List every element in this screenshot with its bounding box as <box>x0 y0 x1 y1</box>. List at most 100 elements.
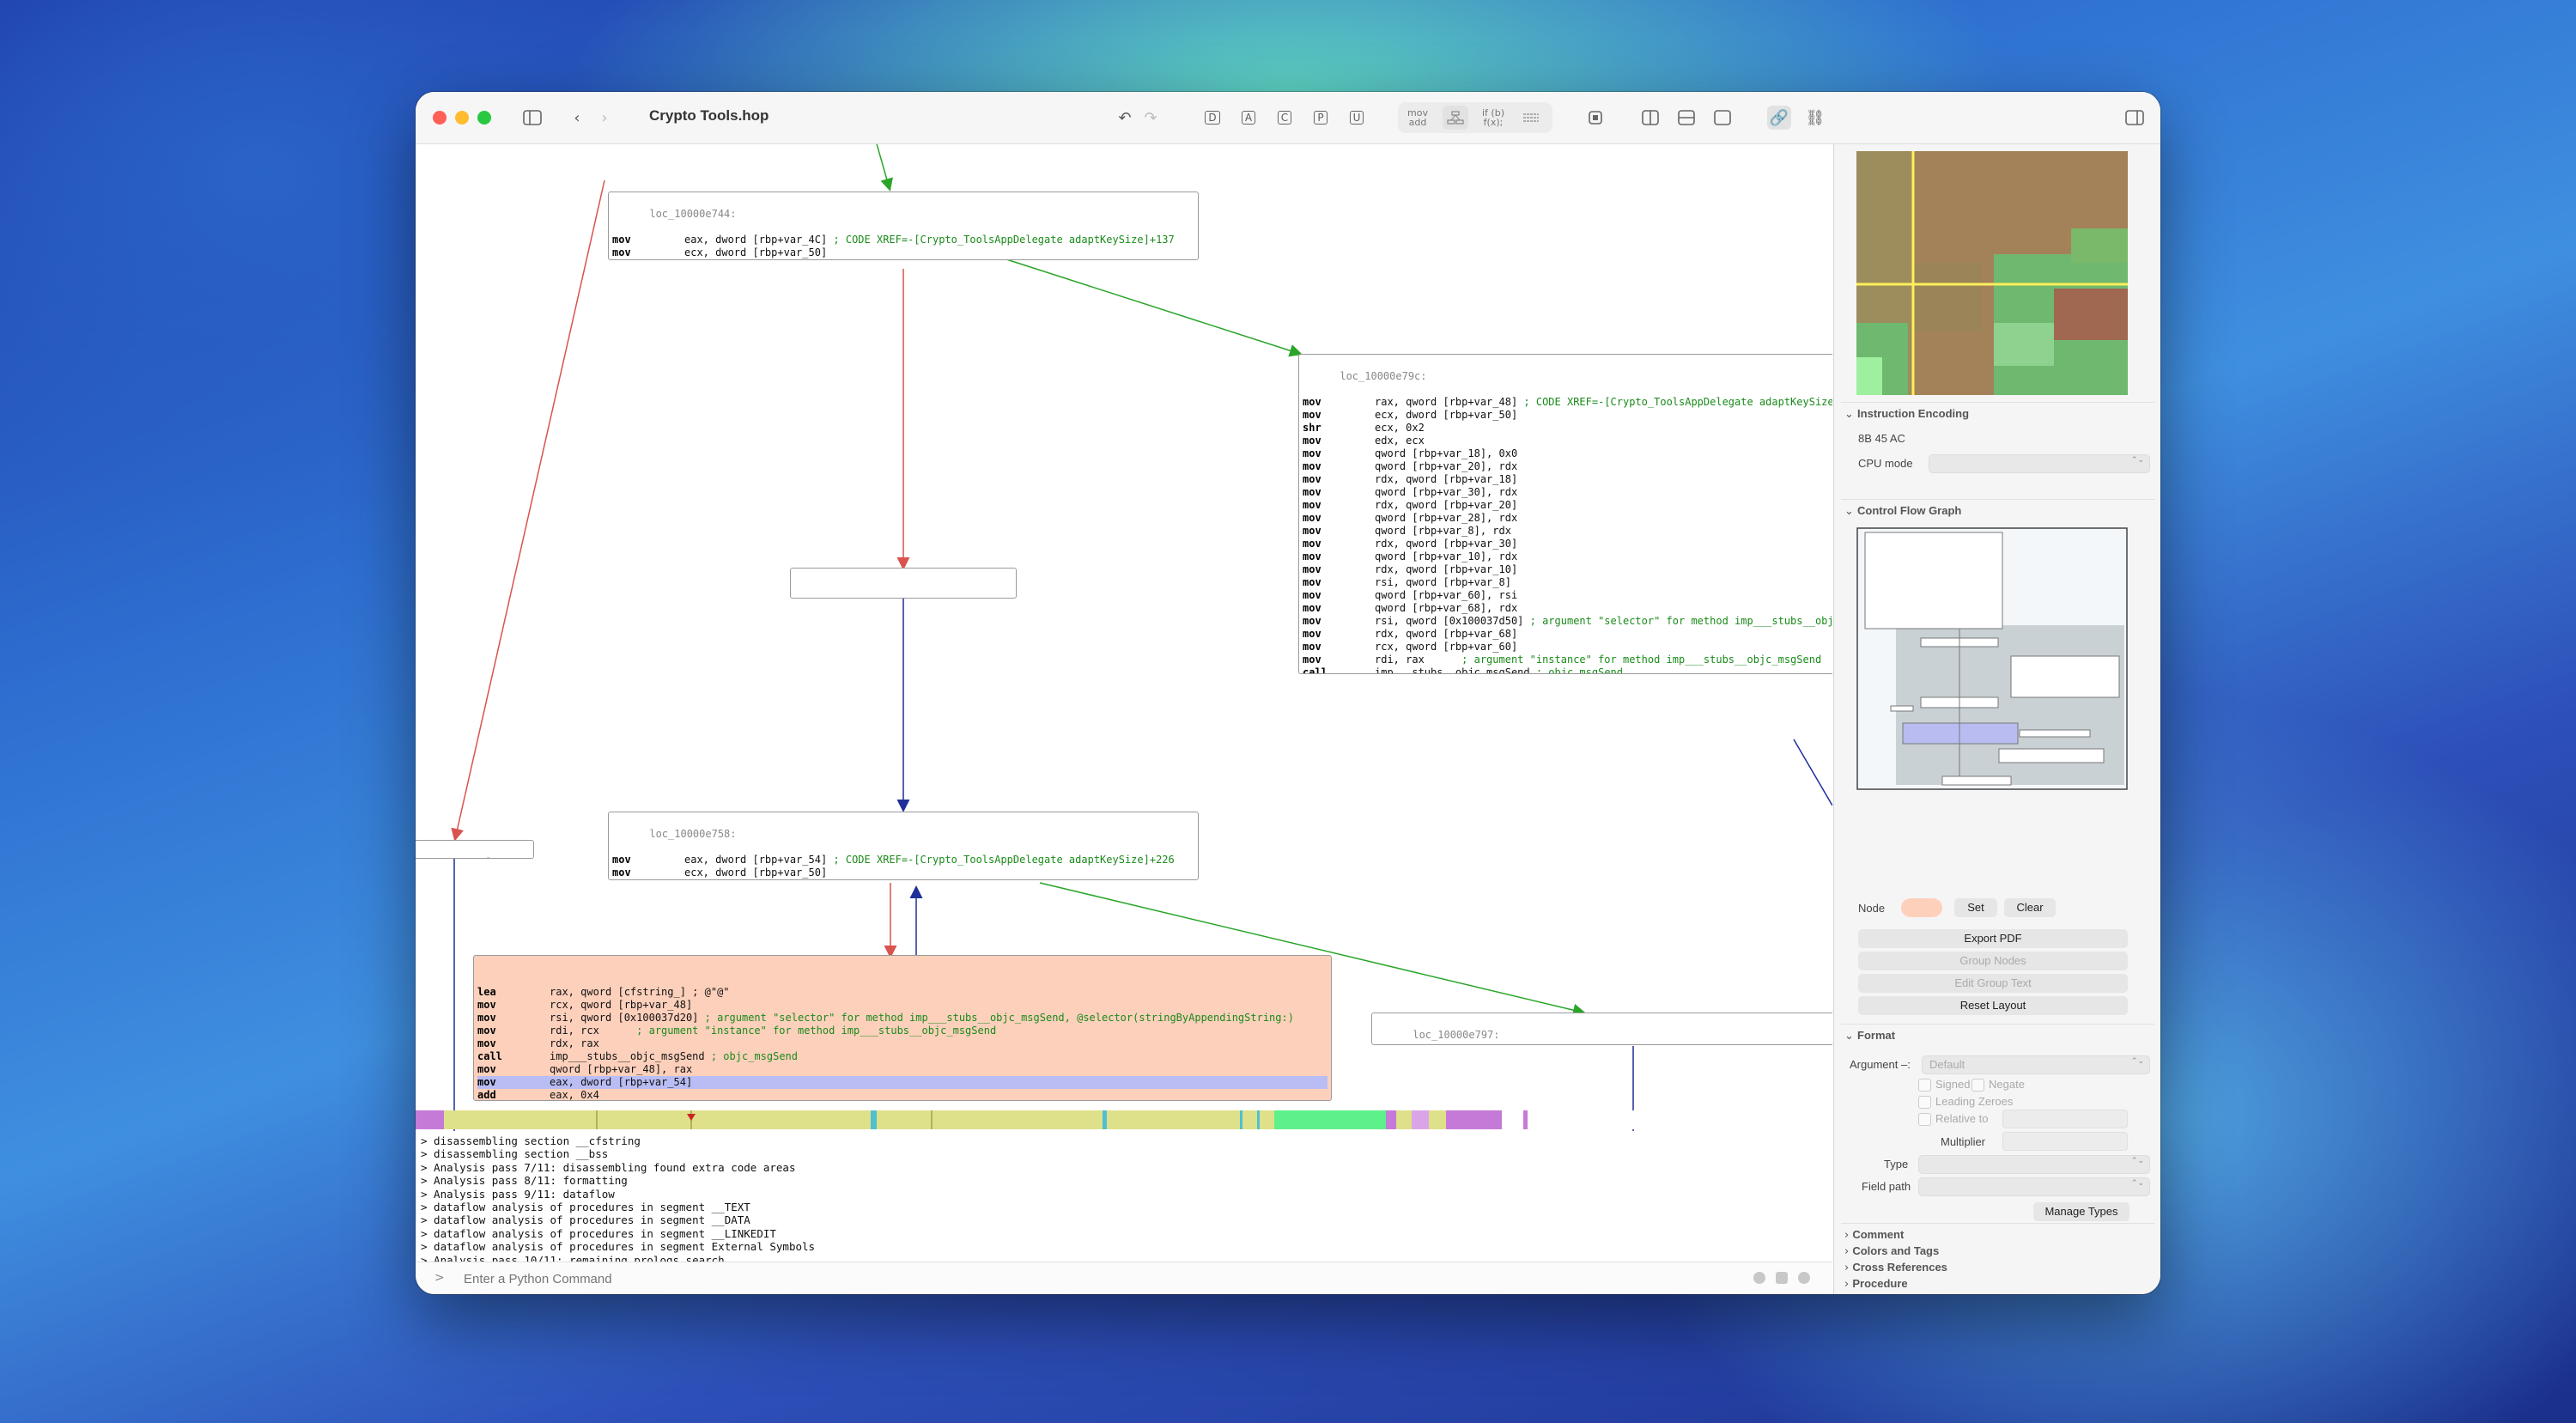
unlink-icon[interactable]: ⛓ <box>1805 108 1826 127</box>
view-hex-button[interactable] <box>1518 106 1544 130</box>
chip-icon[interactable] <box>1583 106 1607 130</box>
view-pseudocode-button[interactable]: if (b)f(x); <box>1480 106 1506 130</box>
close-window-button[interactable] <box>433 111 447 125</box>
section-colors-and-tags[interactable]: Colors and Tags <box>1844 1244 1940 1258</box>
link-icon[interactable]: 🔗 <box>1767 106 1791 130</box>
binary-overview-map[interactable] <box>1856 151 2128 395</box>
clear-color-button[interactable]: Clear <box>2004 898 2056 917</box>
argument-format-popup[interactable]: Default <box>1922 1055 2150 1074</box>
instruction-row[interactable]: cmpeax, ecx <box>612 879 1194 880</box>
forward-arrow-icon[interactable]: › <box>601 108 608 127</box>
leading-zeroes-checkbox[interactable] <box>1918 1096 1931 1109</box>
sidebar-toggle-icon[interactable] <box>520 106 544 130</box>
cfg-minimap[interactable] <box>1856 527 2128 790</box>
node-color-swatch[interactable] <box>1901 898 1942 917</box>
group-nodes-button[interactable]: Group Nodes <box>1858 952 2128 970</box>
reset-layout-button[interactable]: Reset Layout <box>1858 996 2128 1015</box>
section-format[interactable]: Format <box>1844 1029 1895 1043</box>
instruction-row[interactable]: cmpeax, ecx <box>612 259 1194 260</box>
single-pane-icon[interactable] <box>1710 106 1735 130</box>
mode-ascii-button[interactable]: A <box>1236 106 1261 130</box>
manage-types-button[interactable]: Manage Types <box>2033 1202 2129 1221</box>
split-horizontal-icon[interactable] <box>1674 106 1698 130</box>
undo-icon[interactable]: ↶ <box>1118 108 1132 127</box>
section-instruction-encoding[interactable]: Instruction Encoding <box>1844 407 1969 421</box>
inspector-toggle-icon[interactable] <box>2123 106 2147 130</box>
minimize-window-button[interactable] <box>455 111 469 125</box>
field-path-popup[interactable] <box>1918 1177 2150 1196</box>
python-command-input[interactable] <box>462 1268 1710 1289</box>
multiplier-field[interactable] <box>2002 1132 2128 1151</box>
back-arrow-icon[interactable]: ‹ <box>574 108 580 127</box>
segment-navigation-bar[interactable] <box>416 1110 1832 1129</box>
basic-block[interactable]: loc_10000e797: jmploc_10000e7fb ; CODE X… <box>1371 1013 1832 1045</box>
mode-data-button[interactable]: D <box>1200 106 1224 130</box>
signed-checkbox[interactable] <box>1918 1079 1931 1092</box>
set-color-button[interactable]: Set <box>1954 898 1997 917</box>
section-procedure[interactable]: Procedure <box>1844 1277 1908 1291</box>
edit-group-text-button[interactable]: Edit Group Text <box>1858 974 2128 993</box>
clear-input-icon[interactable] <box>1753 1272 1765 1284</box>
mode-undefined-button[interactable]: U <box>1345 106 1369 130</box>
export-pdf-button[interactable]: Export PDF <box>1858 929 2128 948</box>
cpu-mode-popup[interactable] <box>1929 454 2150 473</box>
trash-icon[interactable] <box>1776 1272 1788 1284</box>
relative-to-field[interactable] <box>2002 1110 2128 1128</box>
section-control-flow-graph[interactable]: Control Flow Graph <box>1844 504 1961 518</box>
settings-icon[interactable] <box>1798 1272 1810 1284</box>
view-graph-button[interactable] <box>1443 106 1468 130</box>
type-popup[interactable] <box>1918 1155 2150 1174</box>
basic-block[interactable]: loc_10000e81d <box>416 840 534 859</box>
zoom-window-button[interactable] <box>477 111 491 125</box>
redo-icon[interactable]: ↷ <box>1144 108 1157 127</box>
relative-to-checkbox[interactable] <box>1918 1113 1931 1126</box>
mode-code-button[interactable]: C <box>1273 106 1297 130</box>
section-comment[interactable]: Comment <box>1844 1228 1905 1242</box>
mode-procedure-button[interactable]: P <box>1309 106 1333 130</box>
section-cross-references[interactable]: Cross References <box>1844 1261 1947 1274</box>
